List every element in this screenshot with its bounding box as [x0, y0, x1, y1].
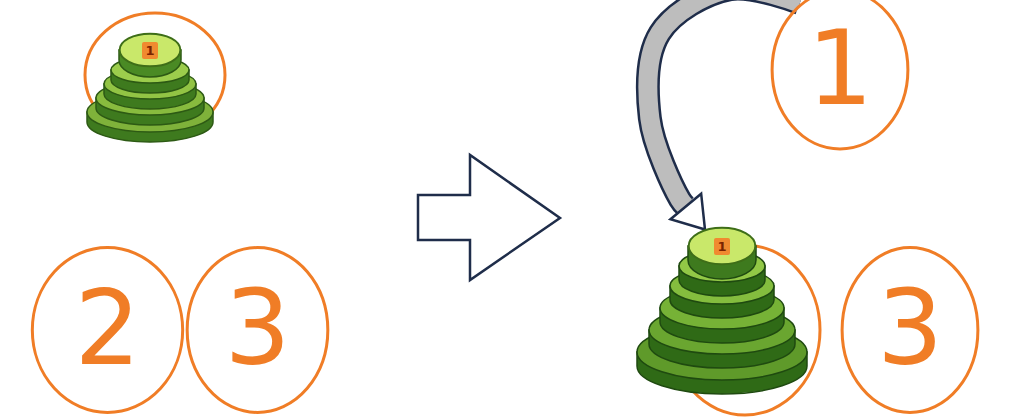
peg-circle: 2	[30, 245, 185, 415]
peg-number: 3	[877, 276, 943, 384]
peg-number: 1	[807, 16, 873, 124]
peg-number: 2	[74, 276, 140, 384]
arrow-head	[670, 194, 705, 230]
disk-top: 1	[119, 33, 181, 67]
disk-label: 1	[714, 238, 729, 255]
peg-circle: 3	[185, 245, 330, 415]
peg-number: 3	[224, 276, 290, 384]
disk-top: 1	[688, 227, 756, 265]
peg-circle: 1	[770, 0, 910, 152]
step-arrow	[418, 155, 560, 280]
peg-circle	[670, 245, 820, 415]
peg-circle: 3	[840, 245, 980, 415]
peg-circle	[85, 13, 225, 137]
disk-stack	[637, 246, 807, 394]
move-arrow	[648, 0, 800, 230]
disk-label: 1	[142, 42, 157, 59]
